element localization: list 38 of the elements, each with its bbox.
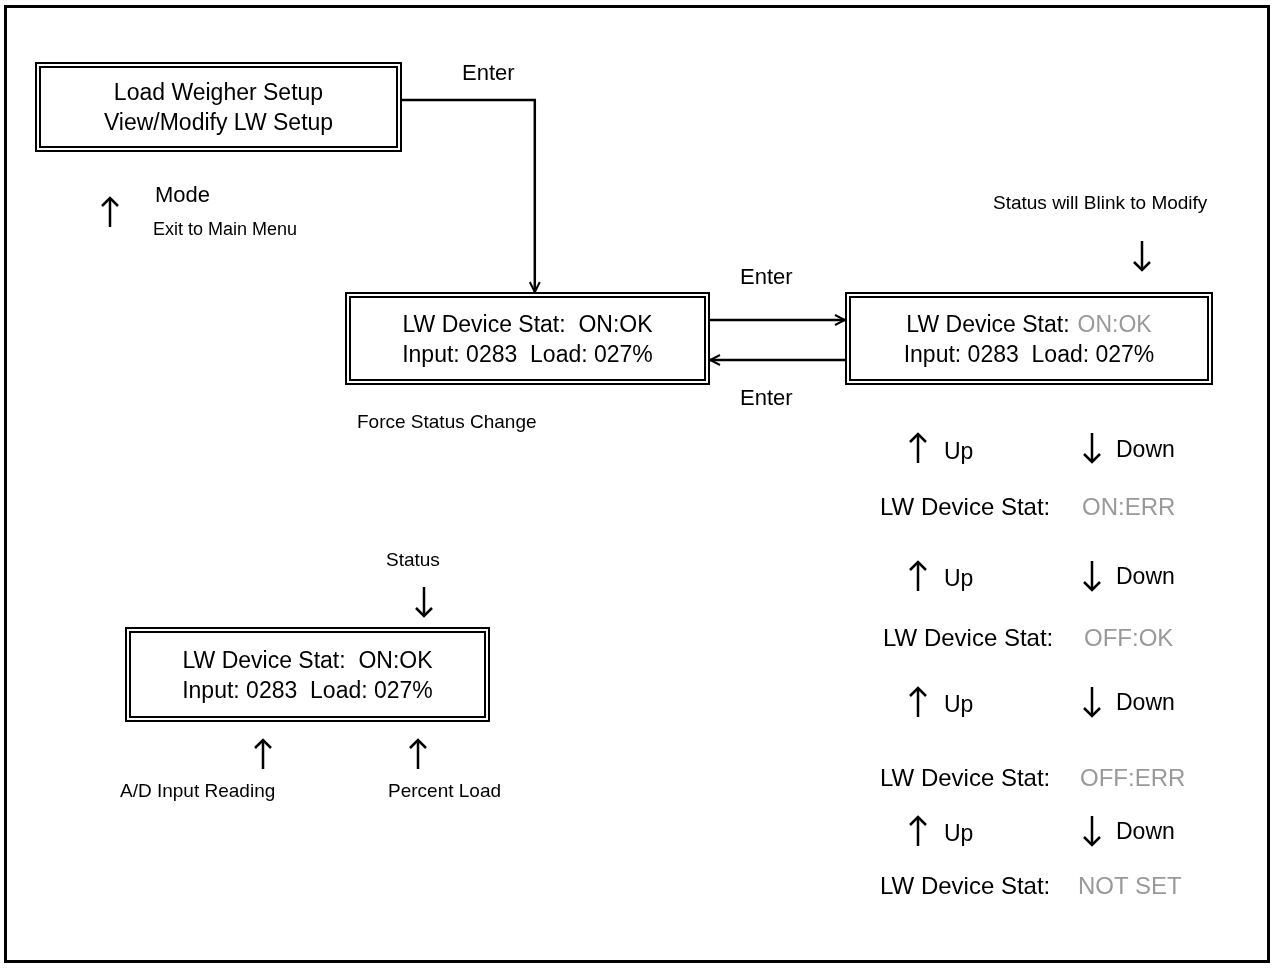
arrow xyxy=(402,98,541,293)
status-value-text: OFF:OK xyxy=(1084,626,1174,650)
display-text: View/Modify LW Setup xyxy=(103,108,334,137)
display-text: Input: 0283 Load: 027% xyxy=(182,675,433,705)
label-text: Up xyxy=(944,440,974,463)
status-value-text: NOT SET xyxy=(1078,874,1182,898)
label-text: LW Device Stat: xyxy=(880,766,1051,790)
arrow xyxy=(709,354,845,366)
display-text: Load Weigher Setup xyxy=(113,78,324,107)
label-text: Down xyxy=(1116,691,1175,714)
label-text: LW Device Stat: xyxy=(880,874,1051,898)
status-value-text: OFF:ERR xyxy=(1080,766,1186,790)
lcd-display-box xyxy=(125,627,490,722)
label-text: Down xyxy=(1116,820,1175,843)
label-text: Up xyxy=(944,567,974,590)
lcd-display-box xyxy=(35,62,402,152)
status-value-text: ON:ERR xyxy=(1082,495,1176,519)
display-text: Input: 0283 Load: 027% xyxy=(402,339,653,369)
label-text: Down xyxy=(1116,438,1175,461)
display-text: Input: 0283 Load: 027% xyxy=(903,339,1155,369)
caption-text: Force Status Change xyxy=(357,410,537,434)
display-text: LW Device Stat: ON:OK xyxy=(402,309,653,339)
label-text: A/D Input Reading xyxy=(120,781,276,800)
label-text: LW Device Stat: xyxy=(883,626,1054,650)
label-text: LW Device Stat: xyxy=(880,495,1051,519)
display-text: LW Device Stat: xyxy=(906,309,1070,339)
label-text: Down xyxy=(1116,565,1175,588)
label-text: Status xyxy=(386,550,440,569)
label-text: Percent Load xyxy=(388,781,502,800)
label-text: Up xyxy=(944,822,974,845)
label-text: Status will Blink to Modify xyxy=(993,193,1208,212)
label-text: Mode xyxy=(155,184,211,206)
blinking-status-text: ON:OK xyxy=(1077,309,1152,339)
label-text: Up xyxy=(944,693,974,716)
display-text: LW Device Stat: ON:OK xyxy=(182,645,433,675)
lcd-display-box xyxy=(845,292,1213,385)
label-text: Exit to Main Menu xyxy=(153,220,298,238)
arrow xyxy=(710,314,846,326)
